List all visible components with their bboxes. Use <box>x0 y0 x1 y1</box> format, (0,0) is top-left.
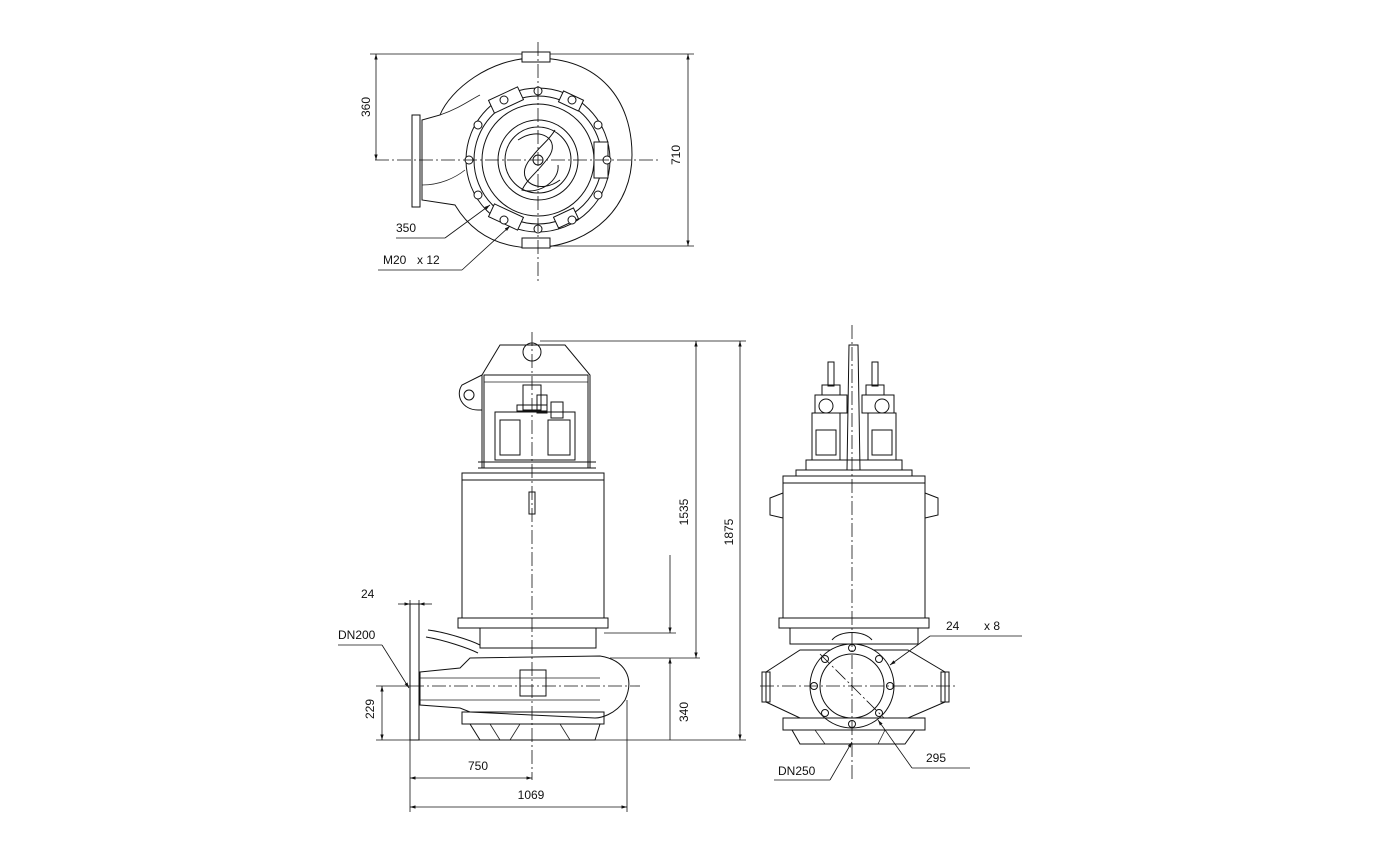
dim-1069-label: 1069 <box>518 788 545 802</box>
front-view: 24 DN200 229 750 1069 340 1535 1875 <box>338 332 746 812</box>
dn-outlet-label: DN200 <box>338 628 376 642</box>
dim-710-label: 710 <box>669 145 683 165</box>
hole-size-label: 24 <box>946 619 960 633</box>
dim-229-label: 229 <box>363 699 377 719</box>
dim-295-label: 295 <box>926 751 946 765</box>
dim-1875-label: 1875 <box>722 518 736 545</box>
dn-inlet-label: DN250 <box>778 764 816 778</box>
dim-340-label: 340 <box>677 702 691 722</box>
bolt-count-label: x 12 <box>417 253 440 267</box>
dim-360-label: 360 <box>359 97 373 117</box>
hole-count-label: x 8 <box>984 619 1000 633</box>
dim-750-label: 750 <box>468 759 488 773</box>
side-view: 24 x 8 295 DN250 <box>760 325 1022 781</box>
dim-1535-label: 1535 <box>677 498 691 525</box>
dim-24-label: 24 <box>361 587 375 601</box>
dim-350-label: 350 <box>396 221 416 235</box>
bolt-spec-label: M20 <box>383 253 407 267</box>
top-view: 360 710 350 M20 x 12 <box>359 42 694 282</box>
